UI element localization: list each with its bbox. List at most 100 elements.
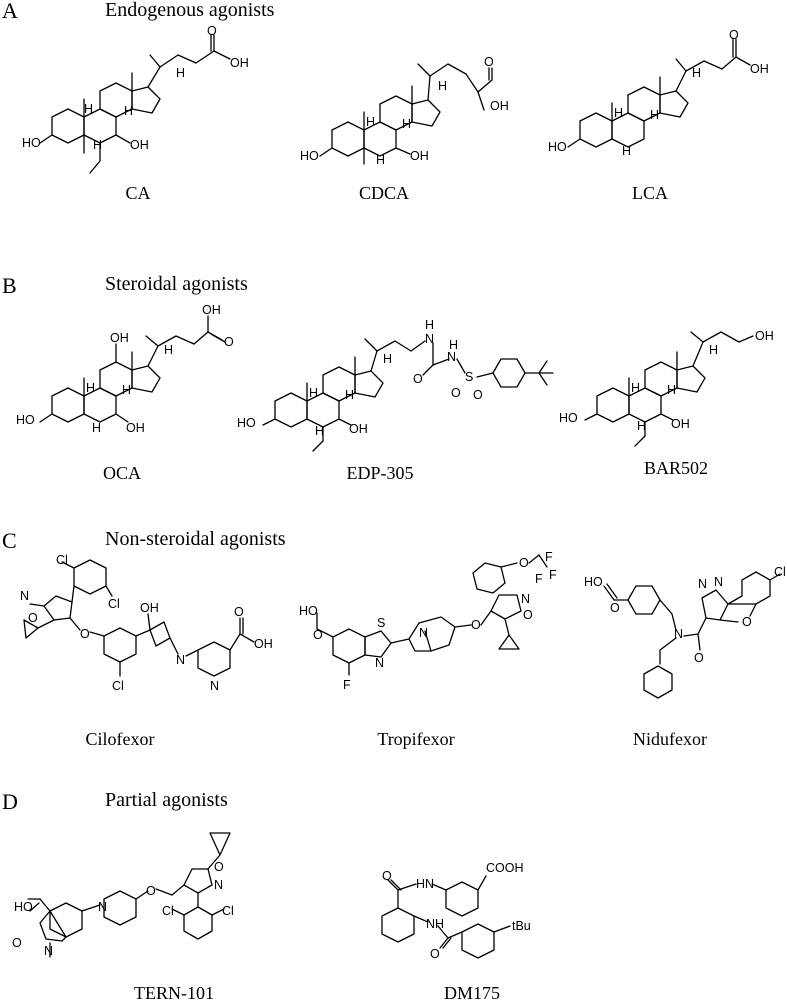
compound-name-edp-305: EDP-305 xyxy=(346,463,414,483)
label-h: H xyxy=(425,318,434,332)
label-h: H xyxy=(622,144,631,158)
label-n: N xyxy=(698,577,707,591)
label-cl: Cl xyxy=(774,565,786,579)
label-ho: HO xyxy=(548,140,567,154)
label-ho: HO xyxy=(559,411,578,425)
section-letter-c: C xyxy=(2,528,17,553)
label-n: N xyxy=(214,878,223,892)
section-title-d: Partial agonists xyxy=(105,789,228,811)
label-h: H xyxy=(667,383,676,397)
label-f: F xyxy=(343,678,351,692)
label-ho: HO xyxy=(237,416,256,430)
label-o: O xyxy=(28,611,38,625)
compound-name-lca: LCA xyxy=(632,183,668,203)
structure-oca: HO OH OH H H H H OH O xyxy=(16,303,234,435)
label-oh: OH xyxy=(110,331,129,345)
label-oh: OH xyxy=(349,422,368,436)
label-h: H xyxy=(84,102,93,116)
label-nh: NH xyxy=(426,917,444,931)
label-f: F xyxy=(535,572,543,586)
structure-tropifexor: HO O S N F N O O F F F N O xyxy=(299,550,557,692)
label-o: O xyxy=(224,335,234,349)
structure-dm175: O HN COOH NH O tBu xyxy=(381,861,531,961)
label-h: H xyxy=(637,419,646,433)
label-o: O xyxy=(430,947,440,961)
section-letter-d: D xyxy=(2,789,18,814)
label-cl: Cl xyxy=(108,597,120,611)
label-h: H xyxy=(345,388,354,402)
label-hn: HN xyxy=(416,877,434,891)
section-title-a: Endogenous agonists xyxy=(105,0,275,21)
label-cl: Cl xyxy=(56,553,68,567)
label-cl: Cl xyxy=(162,904,174,918)
label-n: N xyxy=(714,575,723,589)
label-h: H xyxy=(315,424,324,438)
label-o: O xyxy=(523,608,533,622)
label-n: N xyxy=(447,350,456,364)
label-h: H xyxy=(402,117,411,131)
label-oh: OH xyxy=(410,149,429,163)
label-h: H xyxy=(366,115,375,129)
label-o: O xyxy=(471,618,481,632)
label-h: H xyxy=(709,343,718,357)
compound-name-oca: OCA xyxy=(102,463,141,483)
label-oh: OH xyxy=(671,417,690,431)
label-n: N xyxy=(375,656,384,670)
label-oh: OH xyxy=(490,99,509,113)
label-ho: HO xyxy=(22,136,41,150)
label-h: H xyxy=(124,104,133,118)
label-o: O xyxy=(610,601,620,615)
label-h: H xyxy=(383,352,392,366)
label-h: H xyxy=(92,421,101,435)
structure-cdca: HO OH H H H H OH O xyxy=(300,55,509,167)
compound-name-ca: CA xyxy=(125,183,151,203)
label-n: N xyxy=(521,592,530,606)
label-o: O xyxy=(742,615,752,629)
label-n: N xyxy=(425,332,434,346)
label-oh: OH xyxy=(202,303,221,317)
label-h: H xyxy=(449,338,458,352)
label-h: H xyxy=(86,381,95,395)
label-o: O xyxy=(146,884,156,898)
label-oh: OH xyxy=(140,601,159,615)
label-o: O xyxy=(484,55,494,69)
label-n: N xyxy=(176,653,185,667)
section-letter-b: B xyxy=(2,273,17,298)
structure-nidufexor: HO O N N N O O Cl xyxy=(584,565,786,699)
compound-name-bar502: BAR502 xyxy=(643,458,708,478)
label-n: N xyxy=(210,679,219,693)
compound-name-dm175: DM175 xyxy=(443,983,500,1003)
compound-name-tern-101: TERN-101 xyxy=(134,983,214,1003)
label-o: O xyxy=(382,869,392,883)
label-oh: OH xyxy=(130,138,149,152)
label-n: N xyxy=(98,900,107,914)
label-o: O xyxy=(12,936,22,950)
label-oh: OH xyxy=(755,329,774,343)
structure-edp-305: HO OH H H H H H N O N H S O O xyxy=(237,318,554,452)
label-o: O xyxy=(413,372,423,386)
structure-lca: HO H H H H OH O xyxy=(548,28,769,158)
label-o: O xyxy=(519,556,529,570)
label-oh: OH xyxy=(750,62,769,76)
label-o: O xyxy=(451,386,461,400)
label-tbu: tBu xyxy=(512,919,531,933)
label-cl: Cl xyxy=(112,679,124,693)
label-o: O xyxy=(214,860,224,874)
compound-name-tropifexor: Tropifexor xyxy=(377,729,455,749)
label-h: H xyxy=(614,106,623,120)
label-oh: OH xyxy=(126,421,145,435)
label-cooh: COOH xyxy=(486,861,524,875)
label-h: H xyxy=(631,381,640,395)
label-o: O xyxy=(473,388,483,402)
label-o: O xyxy=(207,24,217,38)
label-o: O xyxy=(694,651,704,665)
label-o: O xyxy=(234,605,244,619)
label-o: O xyxy=(313,628,323,642)
structure-cilofexor: Cl Cl N O O OH Cl N N OH O xyxy=(20,553,273,693)
section-letter-a: A xyxy=(2,0,18,23)
label-s: S xyxy=(377,616,385,630)
label-ho: HO xyxy=(16,413,35,427)
compound-name-nidufexor: Nidufexor xyxy=(633,729,707,749)
label-n: N xyxy=(419,626,428,640)
label-f: F xyxy=(545,550,553,564)
